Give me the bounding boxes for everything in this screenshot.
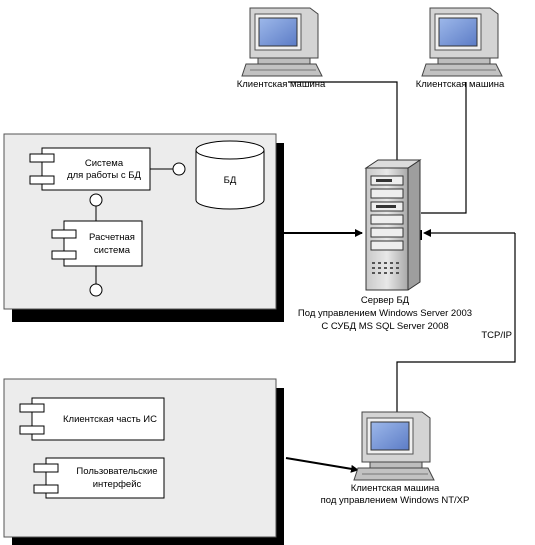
component-user-interface: Пользовательские интерфейс [33, 457, 165, 499]
ui-label-line1: Пользовательские [76, 466, 157, 477]
client-part-label: Клиентская часть ИС [63, 414, 157, 425]
connector-top-left-client [288, 81, 401, 169]
protocol-label: TCP/IP [481, 330, 512, 341]
client-top-right-label: Клиентская машина [416, 79, 505, 90]
calc-system-label-line2: система [94, 245, 131, 256]
database-cylinder: БД [195, 140, 265, 210]
server-label-line2: Под управлением Windows Server 2003 [298, 308, 472, 319]
interface-db-system-right [150, 162, 186, 176]
component-client-part: Клиентская часть ИС [19, 397, 165, 441]
server-tower-icon [364, 159, 422, 291]
calc-system-label-line1: Расчетная [89, 232, 135, 243]
client-top-left-computer-icon [241, 7, 323, 77]
client-bottom-label-line1: Клиентская машина [351, 483, 440, 494]
component-calc-system: Расчетная система [51, 220, 143, 267]
server-label-line3: С СУБД MS SQL Server 2008 [321, 321, 448, 332]
database-label: БД [224, 175, 237, 186]
component-db-system: Система для работы с БД [29, 147, 151, 191]
client-top-right-computer-icon [421, 7, 503, 77]
server-label-line1: Сервер БД [361, 295, 410, 306]
client-bottom-computer-icon [353, 411, 435, 481]
interface-calc-bottom [89, 266, 103, 297]
interface-db-system-bottom [89, 193, 103, 221]
ui-label-line2: интерфейс [93, 479, 142, 490]
db-system-label-line2: для работы с БД [67, 170, 141, 181]
client-top-left-label: Клиентская машина [237, 79, 326, 90]
db-system-label-line1: Система [85, 158, 124, 169]
connector-tcpip [396, 229, 516, 412]
client-bottom-label-line2: под управлением Windows NT/XP [321, 495, 470, 506]
connector-lower-package-to-client [285, 457, 359, 473]
connector-top-right-client [414, 82, 467, 240]
